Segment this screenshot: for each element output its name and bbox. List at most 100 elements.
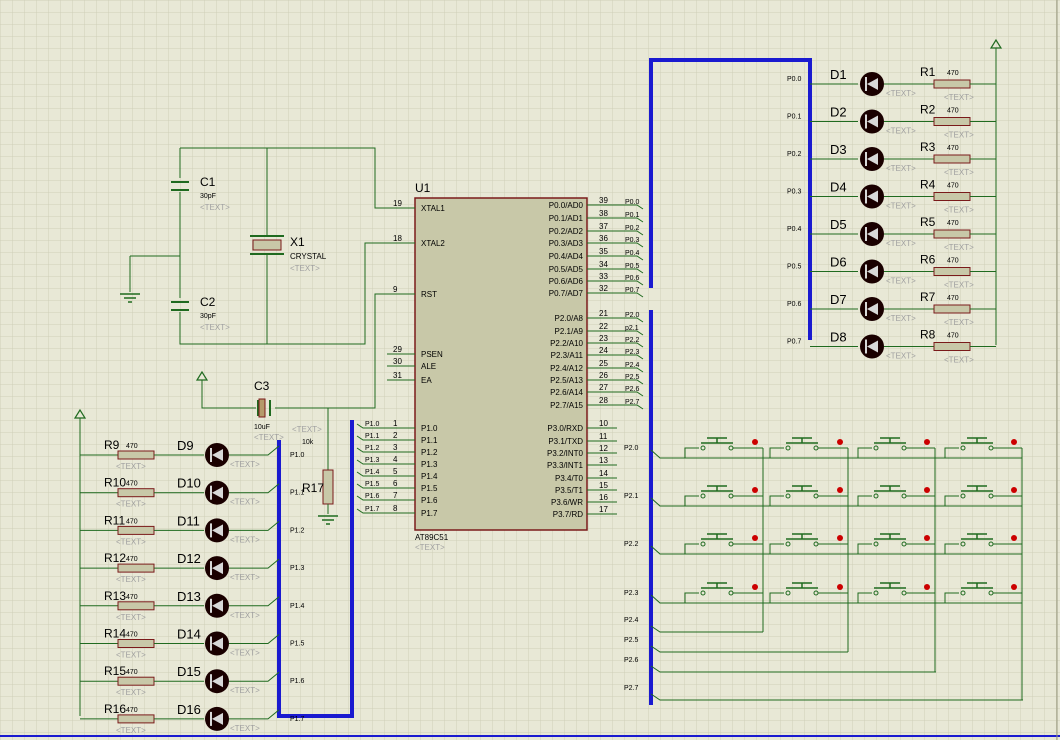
mcu-pin-10-number: 10 [599, 419, 608, 428]
resistor-value-R6: 470 [947, 258, 959, 265]
keypad-col-label-1: P2.5 [624, 637, 639, 644]
x1-ref: X1 [290, 235, 305, 249]
diode-ref-D14: D14 [177, 627, 201, 642]
led-left-wire-c-2 [229, 521, 280, 531]
mcu-pin-19-name: XTAL1 [421, 204, 445, 213]
x1-value: CRYSTAL [290, 252, 327, 261]
net-label-P1.7: P1.7 [290, 716, 305, 723]
keypad-button-r3-c2-contact-a [873, 590, 879, 596]
mcu-pin-13-name: P3.3/INT1 [547, 461, 584, 470]
keypad-col-label-3: P2.7 [624, 685, 639, 692]
mcu-pin-9-name: RST [421, 290, 437, 299]
led-placeholder-l-5: <TEXT> [230, 649, 260, 658]
p2-stub-label-7: P2.7 [625, 399, 640, 406]
mcu-pin-18-number: 18 [393, 234, 402, 243]
mcu-pin-35-number: 35 [599, 247, 608, 256]
p0-stub-label-1: P0.1 [625, 212, 640, 219]
led-left-wire-c-0 [229, 445, 280, 456]
mcu-pin-27-name: P2.6/A14 [550, 388, 583, 397]
p0-stub-5 [617, 268, 644, 274]
mcu-pin-6-number: 6 [393, 479, 398, 488]
mcu-pin-13-number: 13 [599, 456, 608, 465]
rst-wire [275, 293, 387, 409]
mcu-pin-16-number: 16 [599, 493, 608, 502]
diode-ref-D9: D9 [177, 438, 194, 453]
mcu-pin-18-name: XTAL2 [421, 239, 445, 248]
keypad-button-r2-c1-dot [837, 535, 843, 541]
mcu-pin-5-number: 5 [393, 467, 398, 476]
led-placeholder-l-1: <TEXT> [230, 498, 260, 507]
keypad-col-label-0: P2.4 [624, 617, 639, 624]
diode-ref-D1: D1 [830, 67, 847, 82]
resistor-ref-R15: R15 [104, 664, 126, 678]
net-label-P1.4: P1.4 [290, 603, 305, 610]
led-d15-symbol [212, 675, 223, 688]
res-placeholder-l-4: <TEXT> [116, 613, 146, 622]
mcu-pin-24-number: 24 [599, 346, 608, 355]
res-placeholder-7: <TEXT> [944, 356, 974, 365]
x1-body [252, 239, 282, 251]
mcu-body [414, 197, 588, 531]
diode-ref-D3: D3 [830, 142, 847, 157]
res-placeholder-l-1: <TEXT> [116, 500, 146, 509]
led-d14-symbol [212, 637, 223, 650]
res-placeholder-2: <TEXT> [944, 168, 974, 177]
keypad-button-r0-c1-contact-a [785, 445, 791, 451]
resistor-ref-R14: R14 [104, 627, 126, 641]
mcu-pin-26-name: P2.5/A13 [550, 376, 583, 385]
p2-stub-2 [617, 342, 644, 348]
mcu-pin-8-name: P1.7 [421, 509, 438, 518]
res-placeholder-l-3: <TEXT> [116, 575, 146, 584]
keypad-button-r3-c1-lead-a [769, 592, 784, 603]
led-placeholder-4: <TEXT> [886, 239, 916, 248]
p2-stub-label-3: P2.3 [625, 349, 640, 356]
resistor-ref-R1: R1 [920, 65, 936, 79]
mcu-pin-1-name: P1.0 [421, 424, 438, 433]
resistor-r5 [933, 229, 971, 239]
bus-port1 [277, 420, 354, 718]
mcu-pin-36-name: P0.3/AD3 [549, 239, 584, 248]
mcu-pin-32-name: P0.7/AD7 [549, 289, 584, 298]
res-placeholder-0: <TEXT> [944, 93, 974, 102]
net-label-P0.6: P0.6 [787, 301, 802, 308]
resistor-r7 [933, 304, 971, 314]
led-d4-symbol [867, 190, 878, 203]
keypad-button-r1-c0-contact-a [700, 493, 706, 499]
p2-stub-5 [617, 379, 644, 385]
keypad-col-bus-0 [650, 625, 763, 633]
resistor-ref-R9: R9 [104, 438, 120, 452]
led-placeholder-l-7: <TEXT> [230, 724, 260, 733]
keypad-button-r1-c1-lead-a [769, 495, 784, 506]
diode-ref-D5: D5 [830, 217, 847, 232]
diode-ref-D8: D8 [830, 330, 847, 345]
keypad-button-r3-c2-dot [924, 584, 930, 590]
c3-body [258, 398, 266, 418]
res-placeholder-5: <TEXT> [944, 281, 974, 290]
resistor-ref-R8: R8 [920, 328, 936, 342]
led-placeholder-2: <TEXT> [886, 164, 916, 173]
net-label-P1.0: P1.0 [290, 452, 305, 459]
p2-stub-1 [617, 330, 644, 336]
mcu-pin-6-name: P1.5 [421, 484, 438, 493]
p0-stub-label-6: P0.6 [625, 275, 640, 282]
keypad-button-r0-c2-dot [924, 439, 930, 445]
resistor-value-R11: 470 [126, 518, 138, 525]
c2-value: 30pF [200, 313, 216, 320]
mcu-pin-39-name: P0.0/AD0 [549, 201, 584, 210]
power-arrow-icon-c3 [195, 370, 209, 381]
p0-stub-2 [617, 230, 644, 236]
mcu-pin-21-number: 21 [599, 309, 608, 318]
res-placeholder-1: <TEXT> [944, 131, 974, 140]
resistor-value-R16: 470 [126, 707, 138, 714]
mcu-pin-5-name: P1.4 [421, 472, 438, 481]
x1-placeholder: <TEXT> [290, 264, 320, 273]
p2-stub-7 [617, 404, 644, 410]
mcu-pin-15-number: 15 [599, 481, 608, 490]
resistor-value-R8: 470 [947, 333, 959, 340]
mcu-pin-37-number: 37 [599, 222, 608, 231]
mcu-pin-8-number: 8 [393, 504, 398, 513]
mcu-pin-2-name: P1.1 [421, 436, 438, 445]
p2-stub-6 [617, 391, 644, 397]
mcu-pin-4-number: 4 [393, 455, 398, 464]
resistor-r4 [933, 192, 971, 201]
